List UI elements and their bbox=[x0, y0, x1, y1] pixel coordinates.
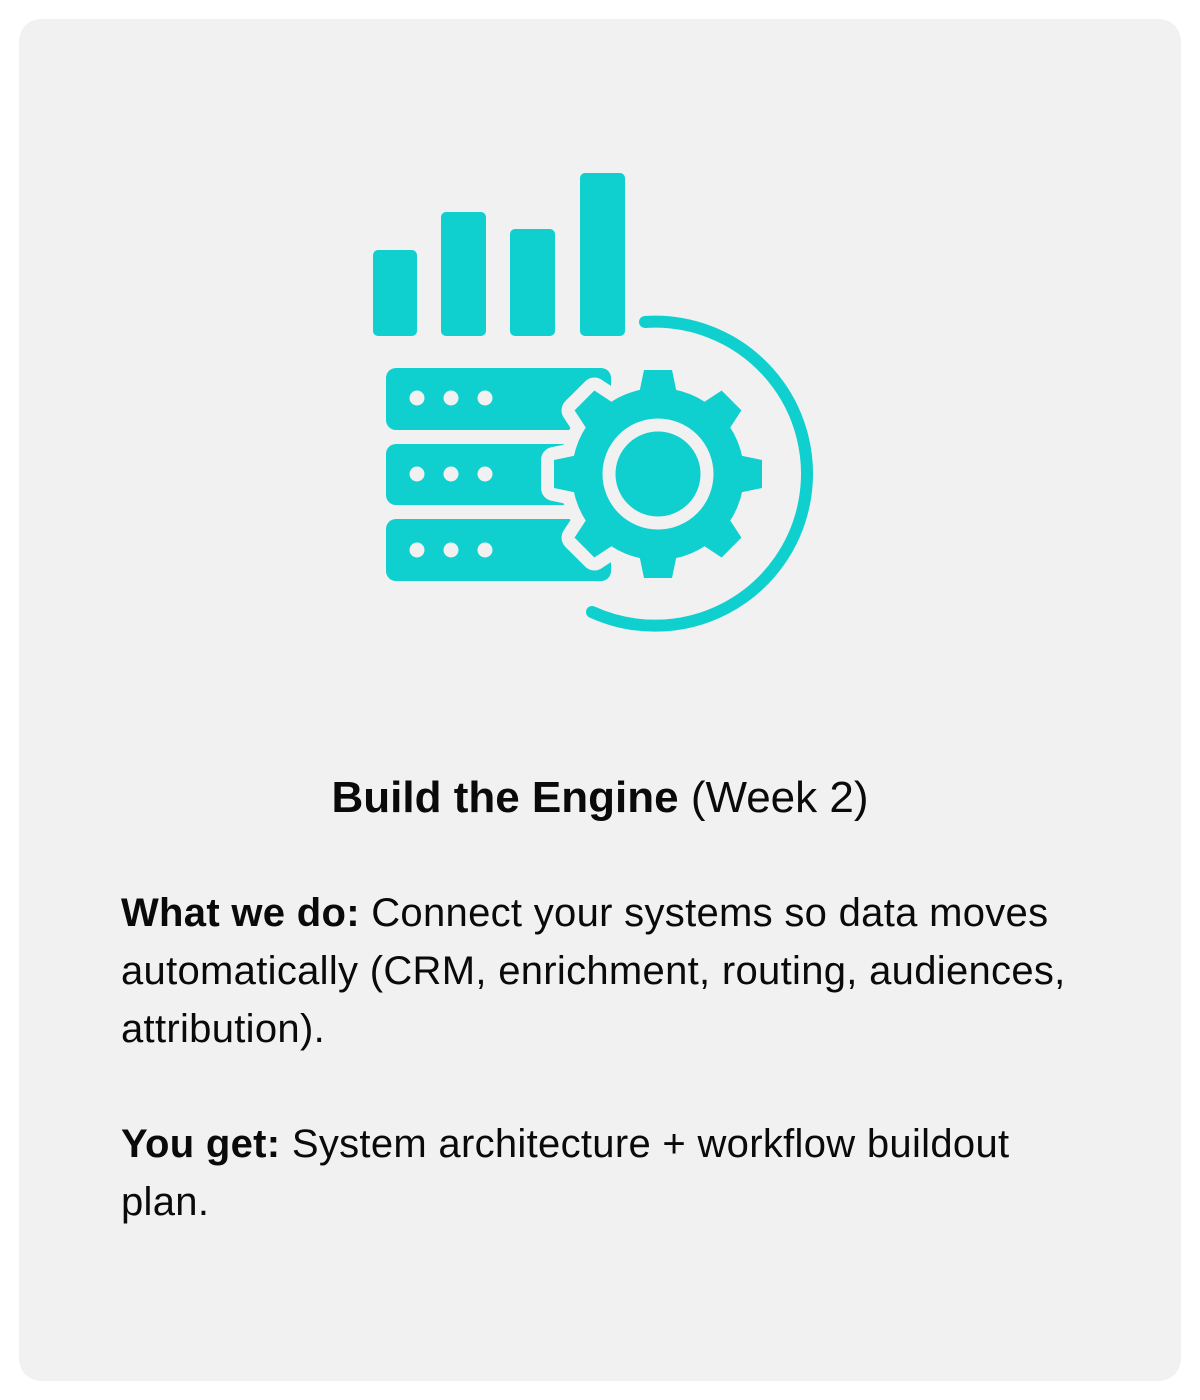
you-get-paragraph: You get: System architecture + workflow … bbox=[121, 1115, 1081, 1231]
gear-icon bbox=[541, 357, 775, 591]
title-week: (Week 2) bbox=[690, 773, 869, 822]
what-we-do-label: What we do: bbox=[121, 891, 360, 935]
data-engine-icon bbox=[373, 173, 813, 632]
bar-chart-icon bbox=[373, 173, 625, 336]
title-bold: Build the Engine bbox=[331, 773, 679, 822]
you-get-text: System architecture + workflow buildout … bbox=[121, 1122, 1010, 1224]
card-title: Build the Engine (Week 2) bbox=[0, 770, 1200, 826]
what-we-do-text: Connect your systems so data moves autom… bbox=[121, 891, 1066, 1051]
what-we-do-paragraph: What we do: Connect your systems so data… bbox=[121, 884, 1081, 1058]
you-get-label: You get: bbox=[121, 1122, 281, 1166]
cycle-arc-icon bbox=[586, 315, 813, 632]
